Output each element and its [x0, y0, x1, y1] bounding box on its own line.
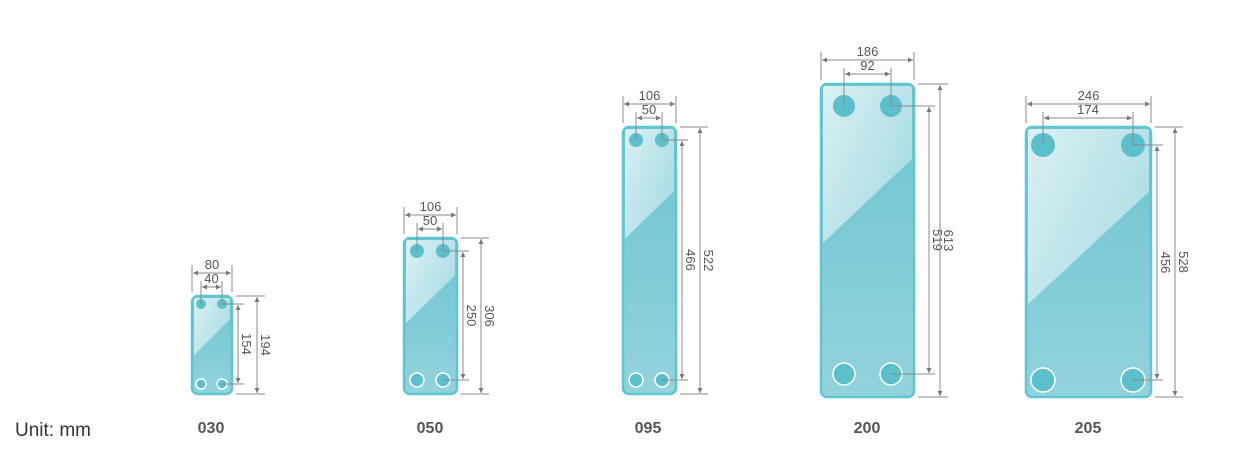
- port-height-value: 250: [464, 305, 479, 327]
- model-label: 095: [635, 420, 662, 437]
- port-spacing-value: 174: [1077, 102, 1099, 117]
- width-value: 80: [205, 257, 219, 272]
- port-height-value: 154: [239, 333, 254, 355]
- plate-outline: [819, 82, 916, 399]
- glass-highlight: [1028, 129, 1149, 305]
- plate-outline: [1024, 125, 1153, 399]
- width-value: 106: [420, 199, 442, 214]
- port-spacing-value: 40: [204, 271, 218, 286]
- height-value: 528: [1176, 251, 1191, 273]
- plate-outline: [190, 294, 234, 396]
- port-bottom: [832, 362, 856, 386]
- model-label: 200: [854, 420, 881, 437]
- unit-label: Unit: mm: [15, 420, 91, 441]
- glass-highlight: [625, 129, 674, 239]
- port-spacing-value: 50: [642, 102, 656, 117]
- plate-outline: [621, 125, 678, 396]
- model-label: 050: [417, 420, 444, 437]
- height-value: 613: [941, 230, 956, 252]
- port-spacing-value: 50: [423, 213, 437, 228]
- port-bottom: [628, 372, 644, 388]
- port-bottom: [409, 372, 425, 388]
- port-height-value: 466: [683, 249, 698, 271]
- model-label: 030: [198, 420, 225, 437]
- width-value: 106: [639, 88, 661, 103]
- plate-outline: [402, 236, 459, 396]
- port-height-value: 456: [1158, 252, 1173, 274]
- glass-highlight: [194, 298, 230, 356]
- height-value: 522: [701, 250, 716, 272]
- glass-highlight: [406, 240, 455, 324]
- glass-highlight: [823, 86, 912, 243]
- port-bottom: [195, 378, 207, 390]
- height-value: 306: [482, 305, 497, 327]
- port-spacing-value: 92: [860, 58, 874, 73]
- width-value: 186: [857, 44, 879, 59]
- model-label: 205: [1075, 420, 1102, 437]
- width-value: 246: [1078, 88, 1100, 103]
- port-bottom: [1030, 367, 1056, 393]
- height-value: 194: [258, 334, 273, 356]
